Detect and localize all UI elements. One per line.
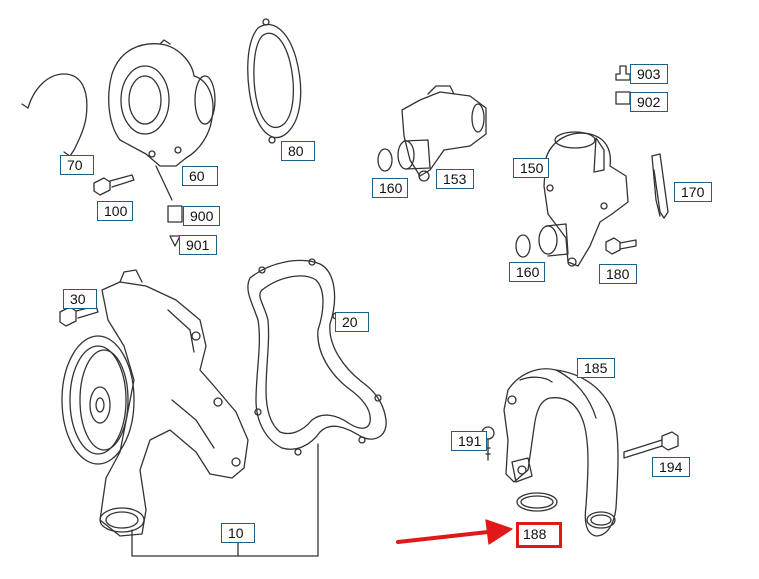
part-188-oring (516, 492, 558, 512)
part-20-gasket (247, 258, 387, 456)
label-part-170: 170 (674, 182, 712, 202)
label-part-20: 20 (335, 312, 369, 332)
part-80-gasket (247, 18, 302, 144)
label-part-30: 30 (63, 289, 97, 309)
part-903-sensor-cap (615, 65, 631, 81)
part-180-bolt (605, 237, 637, 255)
label-part-902: 902 (630, 92, 668, 112)
part-60-thermostat-housing (108, 39, 216, 201)
label-part-150: 150 (513, 158, 549, 178)
part-100-bolt (93, 174, 135, 196)
label-part-60: 60 (182, 166, 218, 186)
label-part-100: 100 (97, 201, 133, 221)
part-153-thermostat (397, 85, 487, 182)
label-part-194: 194 (652, 457, 690, 477)
label-part-180: 180 (599, 264, 637, 284)
label-part-10: 10 (221, 523, 255, 543)
label-part-900: 900 (183, 206, 220, 226)
label-part-903: 903 (630, 64, 668, 84)
part-194-bolt (623, 431, 679, 459)
label-part-153: 153 (436, 169, 474, 189)
label-part-191: 191 (451, 431, 487, 451)
part-160-oring-a (377, 148, 393, 172)
label-part-185: 185 (577, 358, 615, 378)
label-part-188-highlighted: 188 (516, 522, 562, 548)
part-160-oring-b (515, 234, 531, 258)
label-part-160-right: 160 (509, 262, 545, 282)
label-part-80: 80 (281, 141, 315, 161)
label-part-901: 901 (179, 235, 217, 255)
part-30-bolt (59, 305, 99, 327)
label-part-70: 70 (60, 155, 94, 175)
part-10-water-pump (61, 269, 249, 537)
part-901-fitting (169, 235, 181, 247)
part-900-fitting (167, 205, 183, 223)
highlight-arrow (396, 519, 513, 545)
part-170-clip (651, 153, 669, 219)
part-150-thermostat (538, 131, 629, 267)
part-70-clip (21, 73, 88, 157)
label-part-160-left: 160 (372, 178, 408, 198)
part-185-coolant-pipe (503, 368, 619, 537)
